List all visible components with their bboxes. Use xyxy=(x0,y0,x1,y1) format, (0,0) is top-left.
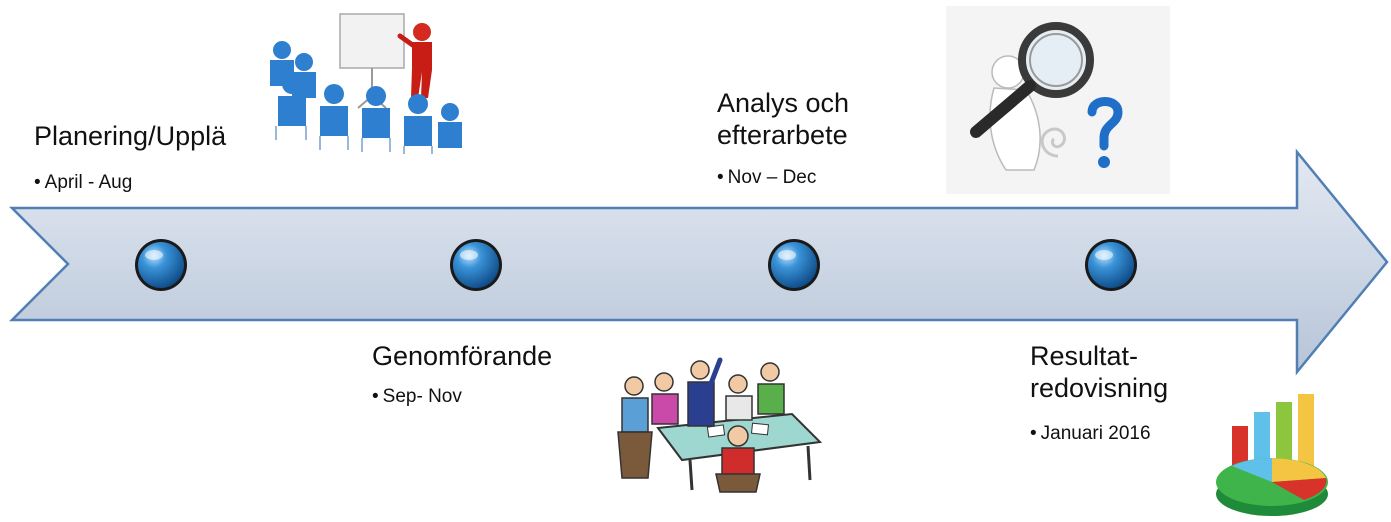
phase-4-title: Resultat- redovisning xyxy=(1030,340,1168,404)
phase-3-period: •Nov – Dec xyxy=(717,167,817,188)
phase-1-period-text: April - Aug xyxy=(44,172,133,193)
phase-1-period: •April - Aug xyxy=(34,172,133,193)
phase-4-period-text: Januari 2016 xyxy=(1040,423,1151,444)
phase-4-title-line2: redovisning xyxy=(1030,373,1169,403)
phase-2-period: •Sep- Nov xyxy=(372,386,462,407)
timeline-node-1 xyxy=(135,239,187,291)
phase-3-title-line1: Analys och xyxy=(717,88,850,118)
arrow-shape xyxy=(8,148,1389,376)
chart-icon xyxy=(1216,394,1328,516)
phase-2-title: Genomförande xyxy=(372,341,553,371)
presentation-icon xyxy=(270,13,462,154)
phase-1-title: Planering/Upplä xyxy=(34,121,227,151)
phase-3-period-text: Nov – Dec xyxy=(727,167,817,188)
phase-4-title-line1: Resultat- xyxy=(1030,341,1139,371)
phase-4-period: •Januari 2016 xyxy=(1030,423,1151,444)
phase-2-period-text: Sep- Nov xyxy=(382,386,462,407)
timeline-node-4 xyxy=(1085,239,1137,291)
phase-3-title: Analys och efterarbete xyxy=(717,87,849,151)
timeline-node-2 xyxy=(450,239,502,291)
timeline-node-3 xyxy=(768,239,820,291)
meeting-icon xyxy=(617,357,823,493)
magnifier-icon xyxy=(946,6,1170,194)
phase-3-title-line2: efterarbete xyxy=(717,120,848,150)
